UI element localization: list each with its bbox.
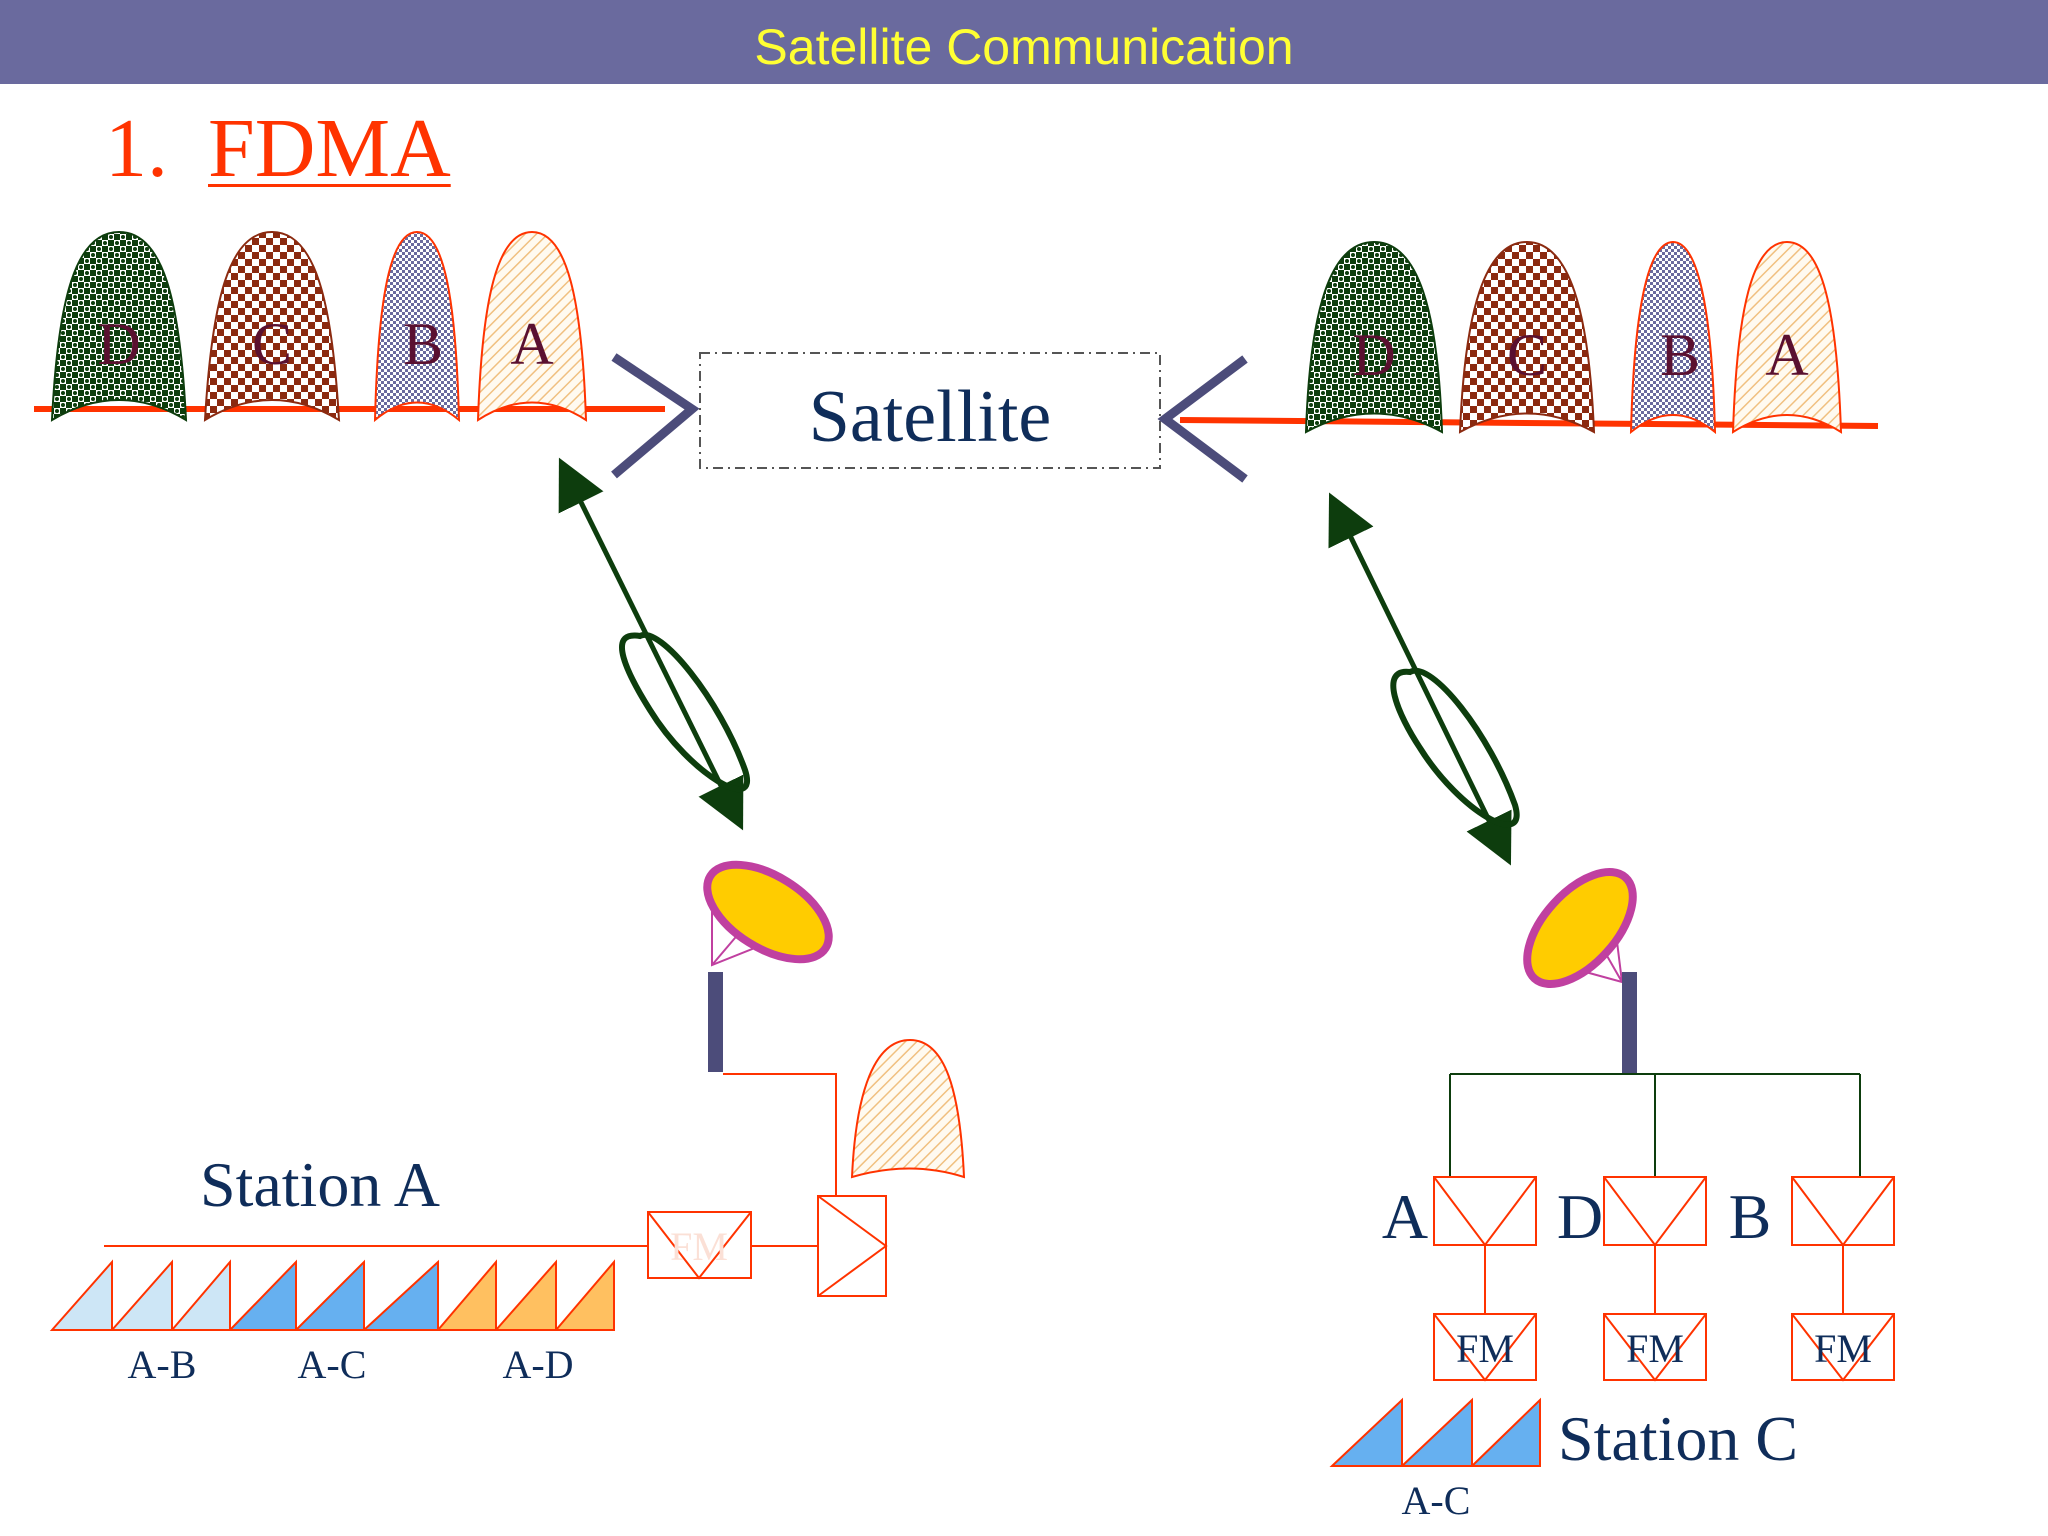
station-a-channel-group-a-b bbox=[49, 1259, 231, 1331]
station-c-chain: A D B FM FM FM A-C Station C bbox=[1329, 1073, 1895, 1523]
station-c-dish-icon bbox=[1523, 868, 1637, 988]
station-c-branch-b bbox=[1791, 1176, 1895, 1382]
uplink-spectrum: D C B A bbox=[34, 230, 665, 423]
station-a-channel-label-a-b: A-B bbox=[128, 1342, 197, 1387]
output-chevron bbox=[1157, 355, 1248, 483]
uplink-band-c-label: C bbox=[252, 311, 292, 377]
station-a-fm-label: FM bbox=[670, 1224, 728, 1269]
station-c-branch-d bbox=[1603, 1176, 1707, 1382]
uplink-band-d-shape bbox=[50, 230, 188, 422]
uplink-band-a-shape bbox=[476, 230, 588, 422]
uplink-band-b-label: B bbox=[403, 311, 443, 377]
downlink-frequency-axis bbox=[1179, 417, 1879, 429]
station-c-label: Station C bbox=[1558, 1403, 1798, 1474]
station-c-branch-label-b: B bbox=[1729, 1181, 1772, 1252]
station-a-amplifier bbox=[817, 1195, 887, 1297]
station-c-channel-label-a-c: A-C bbox=[1402, 1478, 1471, 1523]
downlink-signal-arrow bbox=[1328, 492, 1520, 866]
station-a-chain: FM Station A A-B A-C A-D bbox=[49, 1038, 966, 1387]
station-c-fm-label-b: FM bbox=[1814, 1326, 1872, 1371]
station-c-branch-a bbox=[1433, 1176, 1537, 1382]
station-c-fm-label-a: FM bbox=[1456, 1326, 1514, 1371]
downlink-band-d-label: D bbox=[1352, 322, 1395, 388]
station-a-channel-group-a-d bbox=[435, 1259, 615, 1331]
station-a-channel-group-a-c bbox=[227, 1259, 439, 1331]
uplink-band-c-shape bbox=[203, 230, 341, 422]
station-a-label: Station A bbox=[200, 1149, 440, 1220]
downlink-spectrum: D C B A bbox=[1179, 240, 1879, 435]
station-a-channel-label-a-c: A-C bbox=[298, 1342, 367, 1387]
uplink-signal-arrow bbox=[558, 457, 750, 831]
station-a-dish-icon bbox=[703, 860, 833, 964]
satellite-label: Satellite bbox=[809, 376, 1052, 458]
downlink-band-b-label: B bbox=[1660, 322, 1700, 388]
station-a-mast bbox=[708, 972, 723, 1072]
downlink-band-c-label: C bbox=[1507, 322, 1547, 388]
slide-number: 1. bbox=[105, 102, 168, 195]
slide-title: 1. FDMA bbox=[105, 100, 451, 197]
station-c-channel-group-a-c bbox=[1329, 1397, 1541, 1467]
station-c-branch-label-a: A bbox=[1382, 1181, 1428, 1252]
station-c-fm-label-d: FM bbox=[1626, 1326, 1684, 1371]
station-a-antenna bbox=[703, 860, 833, 1072]
downlink-band-a-label: A bbox=[1765, 322, 1808, 388]
uplink-band-a-label: A bbox=[510, 311, 553, 377]
station-c-antenna bbox=[1523, 868, 1637, 1074]
satellite-transponder: Satellite bbox=[611, 352, 1248, 483]
input-chevron bbox=[611, 353, 700, 479]
satellite-box bbox=[699, 352, 1161, 469]
header-bar bbox=[0, 0, 2048, 84]
downlink-band-d-shape bbox=[1304, 240, 1444, 434]
station-a-channel-label-a-d: A-D bbox=[502, 1342, 573, 1387]
uplink-band-d-label: D bbox=[97, 311, 140, 377]
header-title: Satellite Communication bbox=[754, 19, 1294, 75]
downlink-band-b-shape bbox=[1629, 240, 1717, 435]
downlink-band-c-shape bbox=[1458, 240, 1596, 434]
station-c-mast bbox=[1622, 972, 1637, 1074]
uplink-band-b-shape bbox=[373, 230, 461, 423]
station-c-branch-label-d: D bbox=[1557, 1181, 1603, 1252]
station-a-fm-modulator bbox=[647, 1211, 752, 1279]
downlink-band-a-shape bbox=[1731, 240, 1843, 434]
slide-title-text: FDMA bbox=[208, 102, 451, 195]
station-a-output-band-shape bbox=[850, 1038, 966, 1179]
